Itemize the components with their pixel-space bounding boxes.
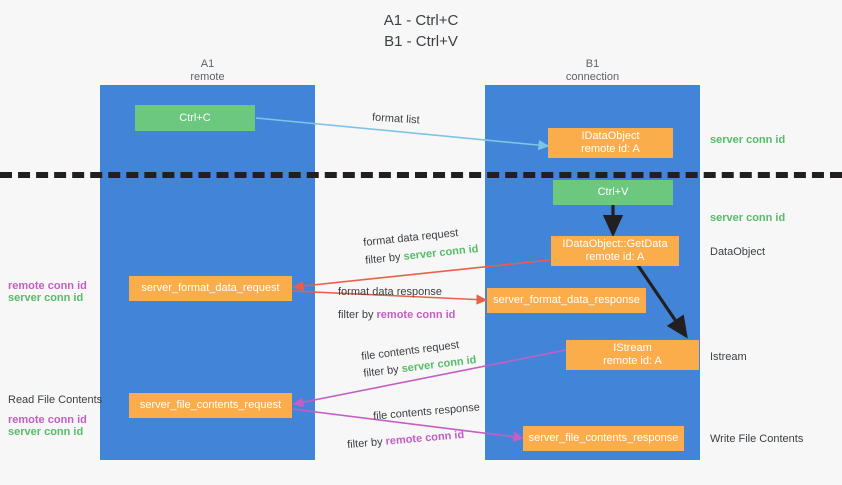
right-label-istream: Istream: [710, 351, 747, 363]
box-idataobject[interactable]: IDataObject remote id: A: [548, 128, 673, 158]
column-header-b1: B1 connection: [565, 58, 620, 83]
edge-label-filter-by-remote-conn-id-1: filter by remote conn id: [338, 308, 455, 322]
box-idataobject-getdata[interactable]: IDataObject::GetData remote id: A: [551, 236, 679, 266]
right-label-server-conn-id-top: server conn id: [710, 134, 786, 146]
column-header-a1: A1 remote: [190, 58, 225, 83]
box-server-format-data-request[interactable]: server_format_data_request: [129, 276, 292, 301]
arrow-format-data-request: [292, 259, 551, 292]
phase-divider: [0, 172, 842, 178]
right-label-server-conn-id-second: server conn id: [710, 212, 786, 224]
filter-by-text-4: filter by: [346, 436, 384, 452]
remote-conn-id-text-1: remote conn id: [376, 309, 456, 321]
left-label-server-conn-id-bottom: server conn id: [8, 426, 84, 438]
page-title: A1 - Ctrl+C B1 - Ctrl+V: [383, 12, 459, 50]
edge-label-format-data-response: format data response: [338, 286, 442, 298]
arrow-format-data-response: [291, 290, 488, 305]
box-istream[interactable]: IStream remote id: A: [566, 340, 699, 370]
left-label-read-file-contents: Read File Contents: [8, 394, 103, 406]
arrow-format-list: [255, 117, 550, 151]
left-label-remote-conn-id-bottom: remote conn id: [8, 414, 87, 426]
filter-by-text-2: filter by: [338, 309, 374, 321]
box-ctrl-c[interactable]: Ctrl+C: [135, 105, 255, 131]
left-label-server-conn-id-mid: server conn id: [8, 292, 84, 304]
box-server-format-data-response[interactable]: server_format_data_response: [487, 288, 646, 313]
box-server-file-contents-request[interactable]: server_file_contents_request: [129, 393, 292, 418]
right-label-write-file-contents: Write File Contents: [710, 433, 804, 445]
left-label-remote-conn-id-mid: remote conn id: [8, 280, 87, 292]
right-label-dataobject: DataObject: [710, 246, 766, 258]
arrow-getdata-to-istream: [635, 263, 688, 339]
arrow-file-contents-request: [292, 349, 567, 408]
edge-label-format-list: format list: [371, 111, 421, 127]
box-ctrl-v[interactable]: Ctrl+V: [553, 180, 673, 205]
box-server-file-contents-response[interactable]: server_file_contents_response: [523, 426, 684, 451]
edge-label-format-data-response-group: format data response filter by remote co…: [338, 285, 455, 322]
filter-by-text-1: filter by: [364, 251, 402, 267]
arrow-file-contents-response: [291, 408, 525, 442]
